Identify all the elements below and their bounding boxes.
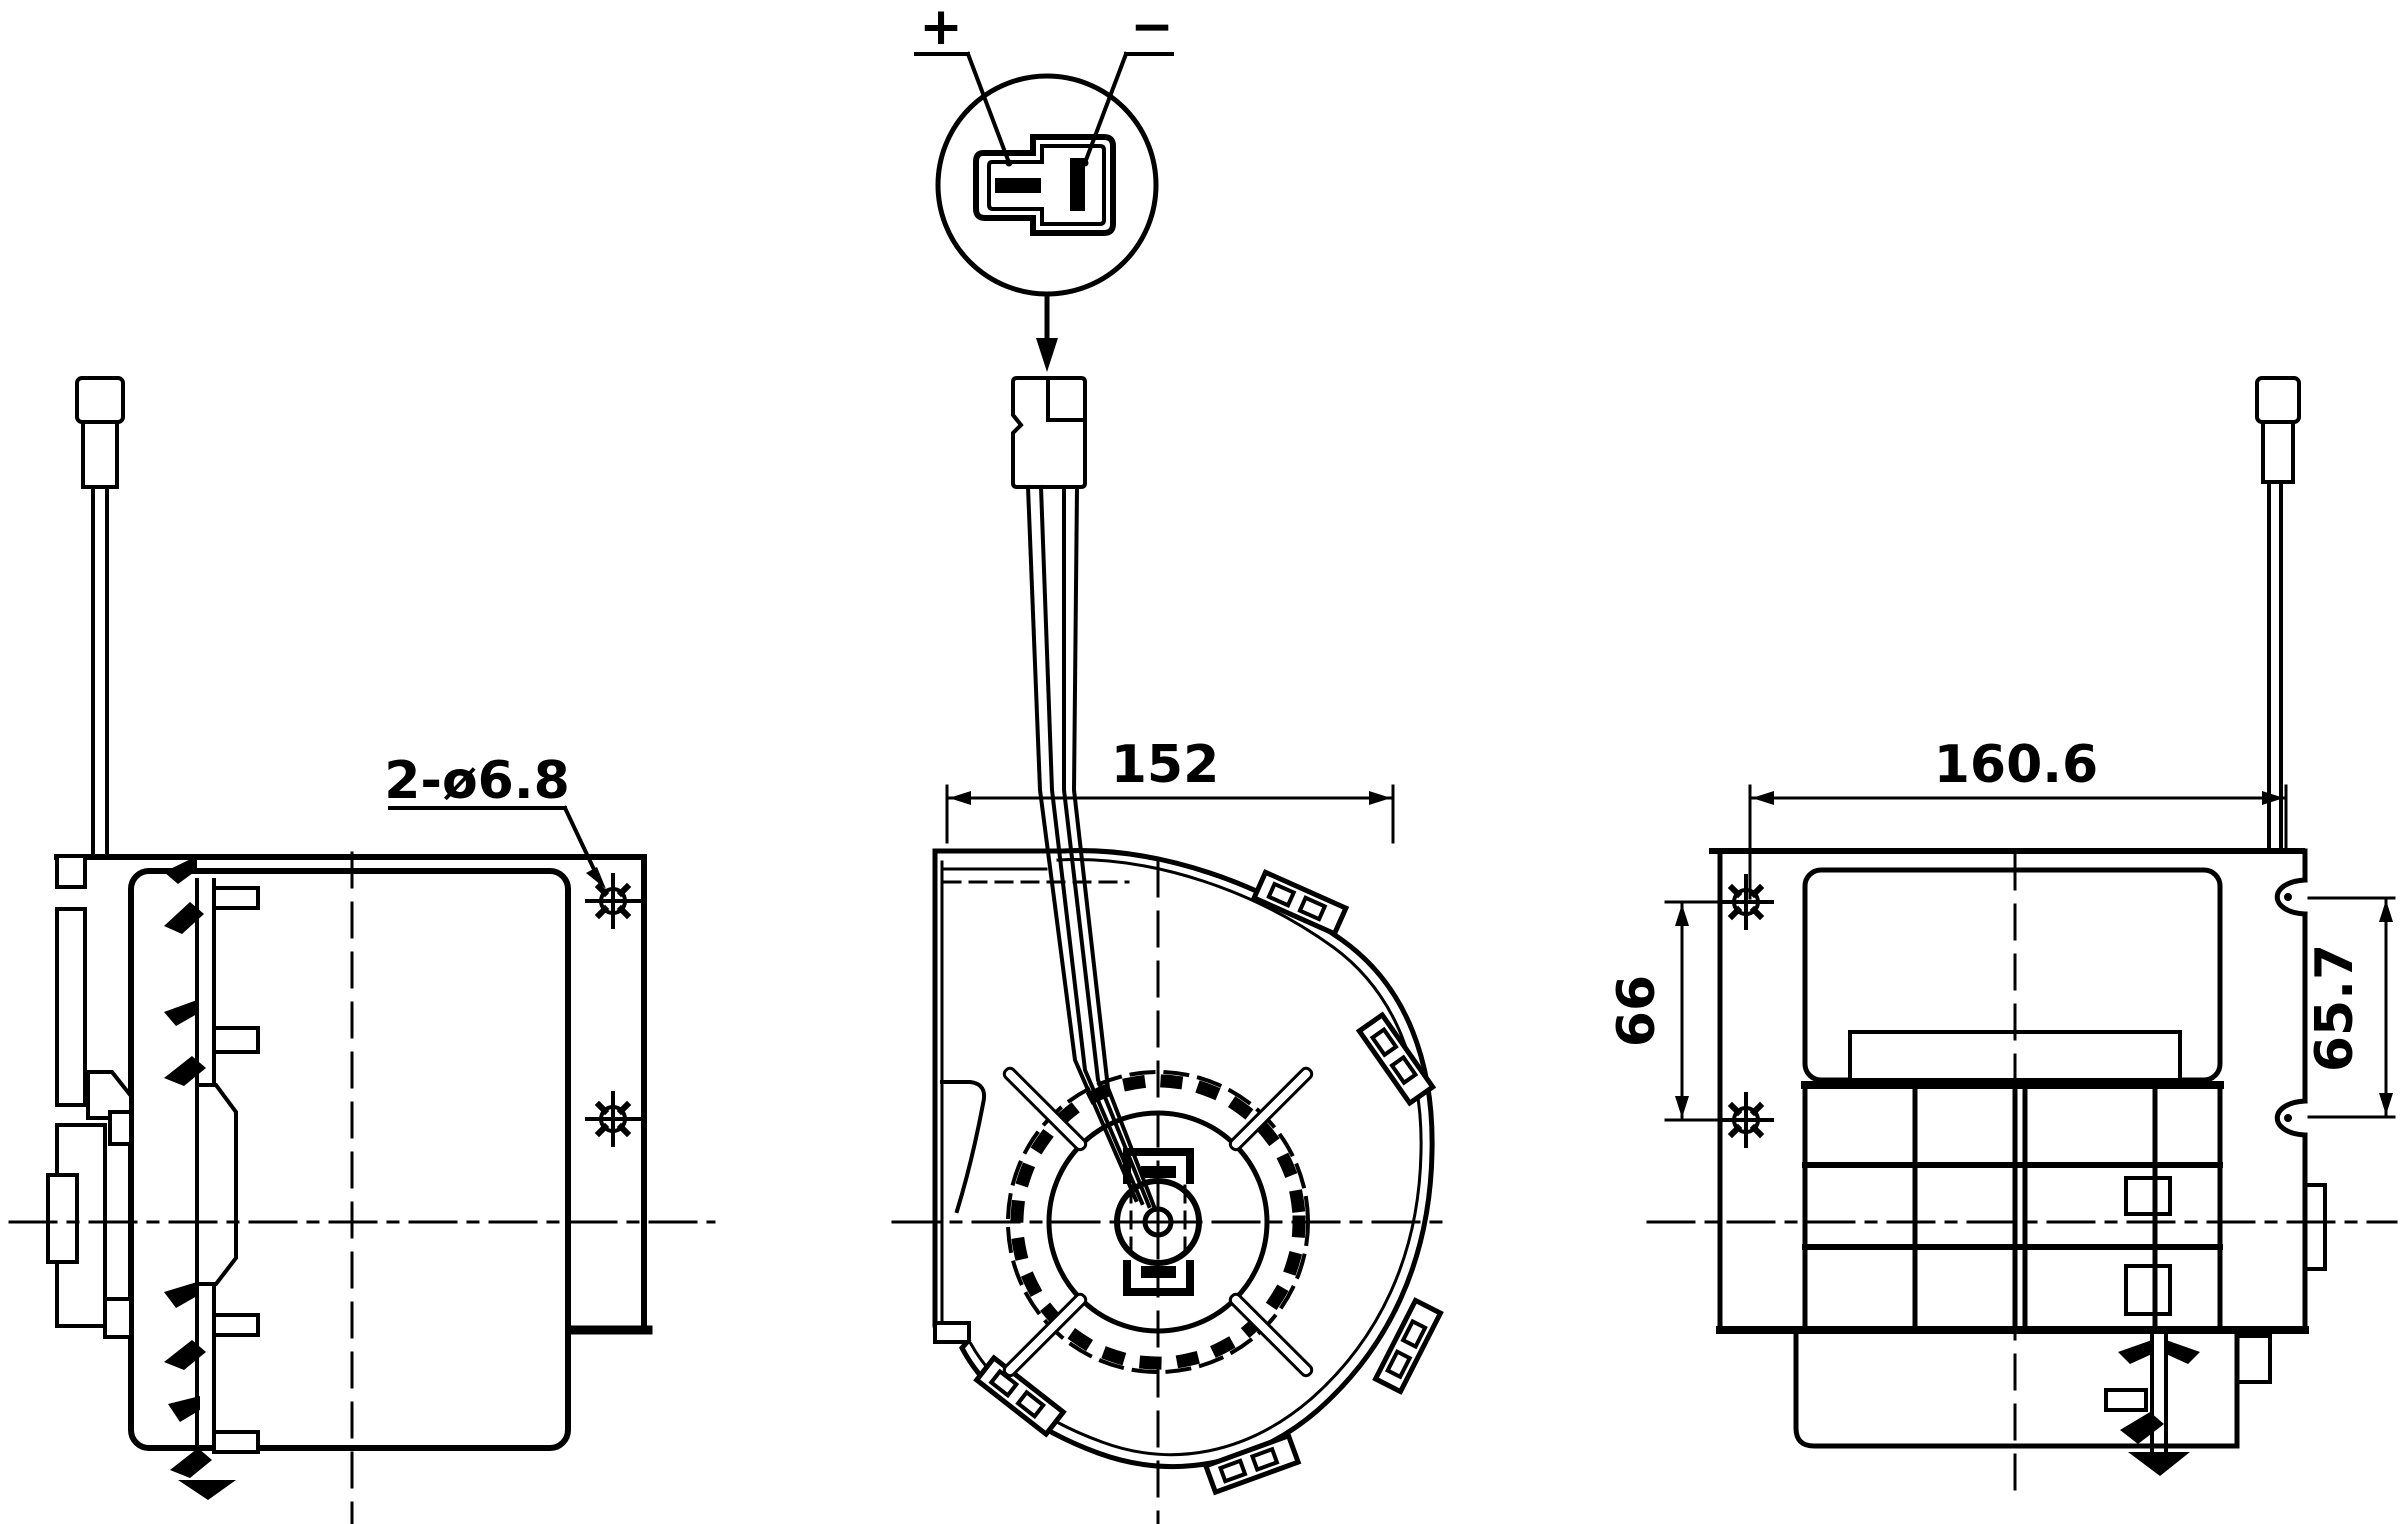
- scroll-tongue: [940, 1080, 987, 1214]
- scroll-housing-inner: [968, 858, 1423, 1457]
- grille-spoke: [1228, 1292, 1314, 1378]
- connector-detail-view: + −: [914, 0, 1174, 372]
- lower-housing: [1793, 1327, 2240, 1449]
- leader-arrow: [586, 867, 606, 889]
- clip-spacing-dimension: 65.7: [2305, 896, 2396, 1119]
- brush-card-grid: [1802, 1083, 2223, 1333]
- front-view-plug: [1011, 376, 1087, 489]
- side-tab: [2303, 1183, 2327, 1271]
- scroll-tail-end: [933, 1321, 971, 1344]
- grille-spoke: [1228, 1066, 1314, 1152]
- side-width-dimension: 160.6: [1748, 735, 2288, 900]
- mounting-holes-dim-label: 2-ø6.8: [384, 751, 570, 811]
- clip-spacing-dim-label: 65.7: [2305, 944, 2365, 1072]
- front-width-dim-label: 152: [1111, 735, 1220, 795]
- housing-clip: [973, 1354, 1067, 1438]
- side-width-dim-label: 160.6: [1934, 735, 2098, 795]
- housing-clip: [1372, 1297, 1444, 1395]
- front-width-dimension: 152: [945, 735, 1395, 844]
- detail-bubble: [935, 73, 1159, 297]
- right-view-plug-body: [2261, 420, 2295, 484]
- housing-clip: [1202, 1432, 1302, 1496]
- left-view-plug-body: [81, 420, 119, 489]
- hole-spacing-dim-label: 66: [1607, 975, 1667, 1047]
- grille-spoke: [1002, 1066, 1088, 1152]
- minus-blade-pin: [1070, 158, 1085, 211]
- minus-terminal-label: −: [1130, 0, 1174, 57]
- hole-spacing-dimension: 66: [1607, 900, 1774, 1122]
- right-side-view: 160.6 66 65.7: [1607, 376, 2398, 1492]
- housing-clip: [1355, 1011, 1437, 1107]
- plus-blade-pin: [995, 178, 1041, 193]
- right-view-plug-cap: [2255, 376, 2301, 424]
- motor-body-outline: [128, 868, 571, 1451]
- front-view: 152: [891, 376, 1450, 1524]
- mounting-hole-bottom: [585, 1091, 641, 1147]
- detail-arrow: [1036, 338, 1058, 372]
- housing-clip: [1250, 869, 1350, 937]
- connector-housing-outline: [973, 134, 1116, 236]
- plus-terminal-label: +: [919, 0, 963, 57]
- scroll-housing-outer: [958, 848, 1435, 1469]
- mounting-hole-top: [585, 873, 641, 929]
- grille-spoke: [1002, 1292, 1088, 1378]
- left-side-view: 2-ø6.8: [8, 376, 716, 1524]
- left-view-plug-cap: [75, 376, 125, 424]
